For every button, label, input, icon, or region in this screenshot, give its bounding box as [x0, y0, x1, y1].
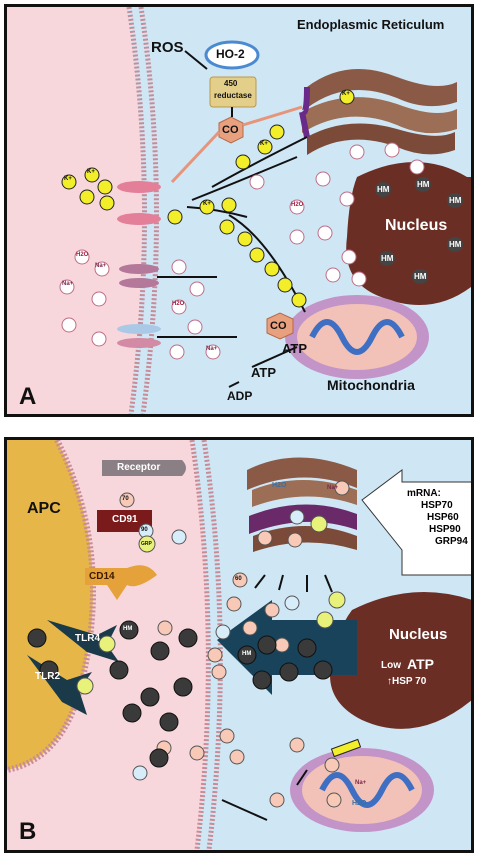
reductase-label-2: reductase — [214, 91, 252, 100]
hsp90-tag: 90 — [141, 527, 148, 533]
potassium-ions — [61, 89, 355, 308]
co-label-mito: CO — [270, 320, 287, 332]
tlr4-shape — [47, 620, 119, 662]
hm-particles-b — [27, 620, 333, 768]
mrna-item: HSP90 — [429, 524, 461, 535]
tlr2-label: TLR2 — [35, 671, 60, 682]
panel-b: APC Receptor CD91 CD14 TLR4 TLR2 mRNA: H… — [4, 437, 474, 853]
mrna-item: HSP70 — [421, 500, 453, 511]
endoplasmic-reticulum-a — [299, 69, 457, 155]
water-label: H2O — [291, 202, 304, 208]
er-label: Endoplasmic Reticulum — [297, 17, 445, 32]
cd91-label: CD91 — [112, 514, 138, 525]
panel-b-diagram — [7, 440, 471, 850]
sodium-label: Na+ — [95, 263, 107, 269]
mito-sodium: Na+ — [355, 780, 367, 786]
potassium-channel — [117, 181, 161, 225]
er-water: H2O — [272, 482, 287, 489]
panel-a: HM HM HM HM HM HM K+ K+ K+ K+ K+ H2O H2O… — [4, 4, 474, 417]
hm-particle: HM — [375, 182, 392, 197]
panel-b-letter: B — [19, 818, 37, 845]
hm-particle: HM — [447, 193, 464, 208]
potassium-ion-label: K+ — [64, 176, 72, 182]
hsp70-tag: 70 — [122, 496, 129, 502]
co-octagon-mito — [266, 312, 294, 340]
cd14-shape — [85, 565, 157, 600]
hm-tag: HM — [123, 626, 133, 632]
flow-arrows-b — [221, 574, 333, 821]
mitochondrion-a — [285, 295, 429, 379]
extracellular-space-a — [7, 7, 143, 414]
nucleus-label-a: Nucleus — [385, 217, 448, 234]
atp-label-2: ATP — [251, 365, 277, 380]
water-sodium-ions — [59, 142, 425, 360]
atp-label-1: ATP — [282, 341, 308, 356]
mrna-item: GRP94 — [435, 536, 468, 547]
mrna-item: HSP60 — [427, 512, 459, 523]
sodium-channel — [119, 264, 159, 288]
ros-label: ROS — [151, 39, 184, 56]
co-arrows — [170, 105, 303, 184]
nucleus-label-b: Nucleus — [389, 626, 448, 643]
cell-membrane-a — [126, 7, 148, 414]
nucleus-a — [346, 162, 471, 305]
hm-particle: HM — [379, 251, 396, 266]
sodium-label: Na+ — [206, 346, 218, 352]
flow-arrows-a — [157, 50, 308, 388]
ho2-enzyme — [204, 40, 260, 70]
grp-tags — [76, 515, 346, 695]
low-atp-main: ATP — [407, 656, 434, 672]
mrna-title: mRNA: — [407, 488, 441, 499]
panel-a-letter: A — [19, 383, 37, 410]
co-label: CO — [222, 124, 239, 136]
hsp90-tags — [132, 509, 305, 781]
potassium-ion-label: K+ — [203, 201, 211, 207]
hsp60-tag: 60 — [235, 576, 242, 582]
hm-particle: HM — [447, 237, 464, 252]
sodium-label: Na+ — [62, 281, 74, 287]
low-atp-prefix: Low — [381, 660, 401, 671]
hm-tag: HM — [242, 651, 252, 657]
receptor-shape — [102, 460, 186, 476]
mito-water: H2O — [352, 800, 367, 807]
potassium-ion-label: K+ — [342, 91, 350, 97]
mitochondria-label: Mitochondria — [327, 377, 415, 393]
nucleus-b — [330, 592, 471, 729]
cd14-label: CD14 — [89, 571, 115, 582]
grp-tag: GRP — [141, 541, 152, 547]
mrna-arrow — [361, 469, 471, 576]
apc-label: APC — [27, 500, 61, 517]
water-channel — [117, 324, 161, 348]
water-label: H2O — [76, 252, 89, 258]
water-label: H2O — [172, 301, 185, 307]
mrna-list: mRNA: HSP70 HSP60 HSP90 GRP94 — [407, 488, 468, 548]
tlr4-label: TLR4 — [75, 633, 100, 644]
ho2-label: HO-2 — [216, 47, 245, 61]
receptor-label: Receptor — [117, 462, 161, 473]
reductase-label-1: 450 — [224, 79, 238, 88]
potassium-ion-label: K+ — [87, 169, 95, 175]
hsp-tags — [119, 480, 350, 808]
panel-a-diagram — [7, 7, 471, 414]
hsp-up-label: ↑HSP 70 — [387, 676, 427, 687]
cd91-shape — [97, 510, 152, 532]
adp-label: ADP — [227, 389, 253, 403]
hm-particle: HM — [412, 269, 429, 284]
hm-particle: HM — [415, 177, 432, 192]
potassium-ion-label: K+ — [260, 141, 268, 147]
er-sodium: Na+ — [327, 485, 339, 491]
